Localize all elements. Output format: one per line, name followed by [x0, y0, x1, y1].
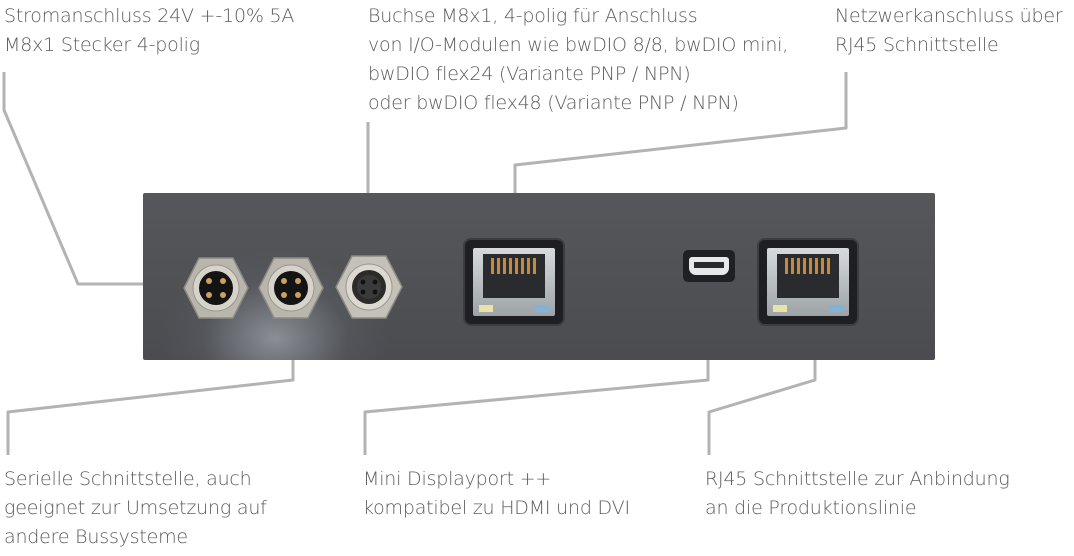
leader-line-rj45-production [707, 345, 817, 455]
label-m8-socket: Buchse M8x1, 4-polig für Anschluss von I… [368, 2, 788, 118]
label-line: Stromanschluss 24V +-10% 5A [4, 5, 295, 27]
label-line: Serielle Schnittstelle, auch [4, 468, 252, 490]
label-line: geeignet zur Umsetzung auf [4, 497, 267, 519]
label-line: von I/O-Modulen wie bwDIO 8/8, bwDIO min… [368, 34, 789, 56]
label-power: Stromanschluss 24V +-10% 5A M8x1 Stecker… [4, 2, 294, 60]
leader-line-power [2, 72, 184, 286]
label-line: bwDIO flex24 (Variante PNP / NPN) [368, 63, 691, 85]
rj45-port-icon [759, 240, 857, 324]
label-line: RJ45 Schnittstelle zur Anbindung [705, 468, 1010, 490]
label-line: Netzwerkanschluss über [835, 5, 1063, 27]
m8-connector-icon [183, 257, 249, 319]
label-displayport: Mini Displayport ++ kompatibel zu HDMI u… [363, 465, 630, 523]
label-rj45-production: RJ45 Schnittstelle zur Anbindung an die … [705, 465, 1010, 523]
label-line: kompatibel zu HDMI und DVI [363, 497, 630, 519]
m8-socket-icon [335, 255, 403, 319]
rj45-port-icon [465, 240, 563, 324]
label-network: Netzwerkanschluss über RJ45 Schnittstell… [835, 2, 1063, 60]
label-line: Buchse M8x1, 4-polig für Anschluss [368, 5, 698, 27]
label-line: Mini Displayport ++ [363, 468, 552, 490]
m8-connector-icon [258, 257, 324, 319]
label-line: an die Produktionslinie [705, 497, 917, 519]
label-serial: Serielle Schnittstelle, auch geeignet zu… [4, 465, 267, 552]
label-line: andere Bussysteme [4, 526, 188, 548]
label-line: oder bwDIO flex48 (Variante PNP / NPN) [368, 92, 739, 114]
label-line: RJ45 Schnittstelle [835, 34, 999, 56]
mini-displayport-icon [683, 250, 735, 282]
label-line: M8x1 Stecker 4-polig [4, 34, 200, 56]
